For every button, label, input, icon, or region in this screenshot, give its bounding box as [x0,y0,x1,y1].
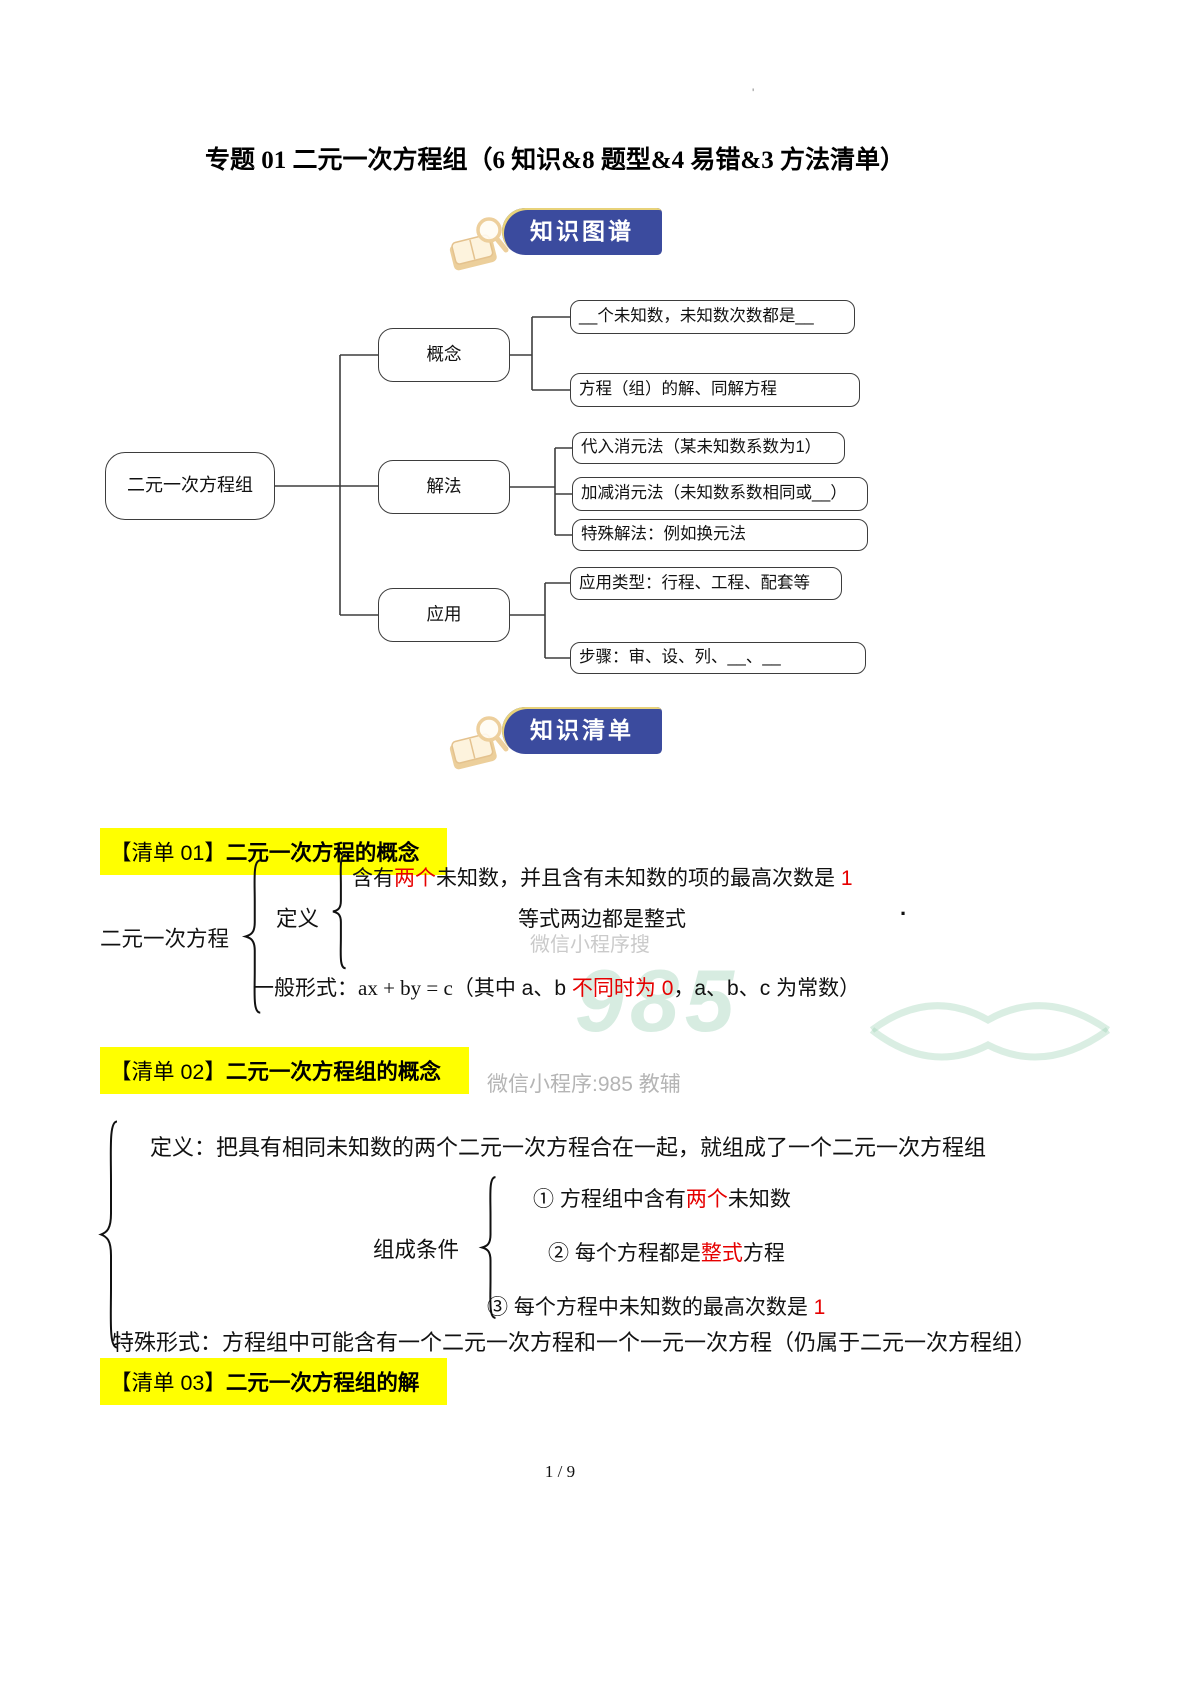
banner-label: 知识清单 [502,707,662,754]
red-text-segment: 1 [840,867,853,890]
text-segment: ，a、b、c 为常数） [673,977,861,1000]
heading-list-03: 【清单 03】二元一次方程组的解 [100,1358,448,1405]
heading-title: 二元一次方程组的概念 [225,1060,441,1084]
tree-leaf-elimination: 加减消元法（未知数系数相同或__） [572,477,868,511]
knowledge-map-banner: 知识图谱 [445,206,675,272]
definition-label: 定义 [276,907,320,931]
special-form-line: 特殊形式：方程组中可能含有一个二元一次方程和一个一元一次方程（仍属于二元一次方程… [112,1330,1037,1355]
banner-label: 知识图谱 [502,208,662,255]
text-segment: 方程 [742,1242,785,1265]
definition-line-1: 含有两个未知数，并且含有未知数的项的最高次数是 1 [352,862,853,892]
formula-segment: ax + by = c [358,976,453,1000]
brace-conditions [478,1175,498,1320]
general-form-line: 一般形式：ax + by = c（其中 a、b 不同时为 0，a、b、c 为常数… [253,972,860,1002]
text-segment: ② 每个方程都是 [548,1242,701,1265]
red-text-segment: 不同时为 0 [571,977,674,1000]
heading-tag: 【清单 01】 [110,841,226,865]
heading-title: 二元一次方程组的解 [225,1371,420,1395]
tree-leaf-substitution: 代入消元法（某未知数系数为1） [572,432,845,464]
brace-definition [329,853,348,970]
trailing-period: . [900,895,907,920]
text-segment: 含有 [352,867,394,890]
tree-leaf-solutions-same: 方程（组）的解、同解方程 [570,373,860,407]
brace-outer-2 [96,1118,120,1351]
tree-branch-concept: 概念 [378,328,510,382]
tree-leaf-application-type: 应用类型：行程、工程、配套等 [570,567,842,600]
heading-list-01: 【清单 01】二元一次方程的概念 [100,828,448,875]
book-magnifier-icon [449,217,509,271]
condition-3: ③ 每个方程中未知数的最高次数是 1 [487,1291,825,1321]
tree-leaf-steps: 步骤：审、设、列、__、__ [570,642,866,674]
watermark-985: 985 [575,951,740,1050]
book-magnifier-icon [449,716,509,770]
text-segment: ① 方程组中含有 [533,1188,686,1211]
text-segment: 一般形式： [253,977,358,1000]
red-text-segment: 两个 [394,867,436,890]
watermark-text: 微信小程序搜 [530,934,650,956]
tree-leaf-special-method: 特殊解法：例如换元法 [572,519,868,551]
page-number: 1 / 9 [544,1462,576,1481]
condition-1: ① 方程组中含有两个未知数 [533,1183,791,1213]
heading-tag: 【清单 03】 [110,1371,226,1395]
red-text-segment: 整式 [700,1242,743,1265]
condition-2: ② 每个方程都是整式方程 [548,1237,785,1267]
brace-outer [241,858,263,1015]
tree-leaf-unknowns: __个未知数，未知数次数都是__ [570,300,855,334]
heading-tag: 【清单 02】 [110,1060,226,1084]
page-title: 专题 01 二元一次方程组（6 知识&8 题型&4 易错&3 方法清单） [205,147,905,174]
text-segment: 未知数，并且含有未知数的项的最高次数是 [436,867,841,890]
knowledge-list-banner: 知识清单 [445,705,675,771]
tree-branch-application: 应用 [378,588,510,642]
group-definition-line: 定义：把具有相同未知数的两个二元一次方程合在一起，就组成了一个二元一次方程组 [150,1135,987,1160]
tree-root-node: 二元一次方程组 [105,452,275,520]
watermark-label: 微信小程序:985 教辅 [487,1073,681,1096]
red-text-segment: 两个 [685,1188,728,1211]
subject-label: 二元一次方程 [100,927,230,951]
stray-mark: ' [752,86,755,100]
watermark-book-icon [869,1002,1111,1061]
text-segment: （其中 a、b [452,977,572,1000]
conditions-label: 组成条件 [373,1238,460,1262]
text-segment: 未知数 [727,1188,791,1211]
tree-branch-solution: 解法 [378,460,510,514]
red-text-segment: 1 [813,1296,826,1319]
tree-connector-lines [275,316,572,659]
heading-list-02: 【清单 02】二元一次方程组的概念 [100,1047,469,1094]
knowledge-map-diagram: 二元一次方程组 概念 解法 应用 __个未知数，未知数次数都是__ 方程（组）的… [0,290,1190,710]
text-segment: ③ 每个方程中未知数的最高次数是 [487,1296,814,1319]
definition-line-2: 等式两边都是整式 [518,908,686,931]
